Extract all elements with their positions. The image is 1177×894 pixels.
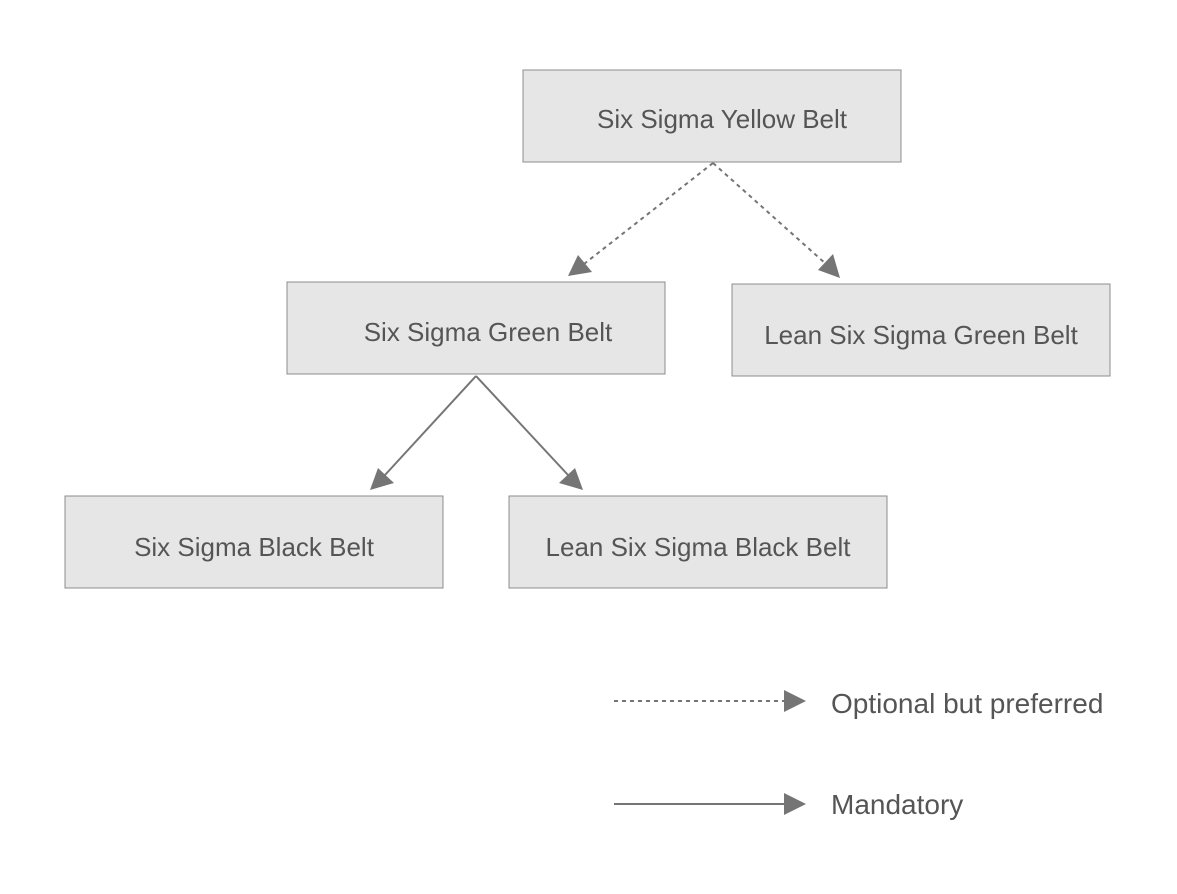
edge-line-dashed [583,162,714,265]
edge-yellow-to-green [568,162,714,276]
node-six-sigma-yellow-belt: Six Sigma Yellow Belt [522,69,902,163]
node-six-sigma-green-belt: Six Sigma Green Belt [286,281,666,375]
arrowhead [370,468,394,490]
edge-green-to-lean-black [475,375,583,490]
legend-item-mandatory: Mandatory [614,789,963,820]
edge-line-solid [475,375,569,476]
arrowhead [784,690,806,712]
legend: Optional but preferred Mandatory [614,688,1103,820]
legend-item-optional: Optional but preferred [614,688,1103,719]
arrowhead [784,793,806,815]
node-label: Lean Six Sigma Black Belt [546,532,852,562]
node-label: Lean Six Sigma Green Belt [764,320,1078,350]
edges [370,162,840,490]
node-label: Six Sigma Black Belt [134,532,375,562]
node-lean-six-sigma-green-belt: Lean Six Sigma Green Belt [731,283,1111,377]
edge-line-solid [384,375,477,476]
node-label: Six Sigma Yellow Belt [597,104,848,134]
arrowhead [818,254,840,278]
legend-label: Mandatory [831,789,963,820]
edge-yellow-to-lean-green [712,162,840,278]
legend-label: Optional but preferred [831,688,1103,719]
arrowhead [568,255,592,276]
node-lean-six-sigma-black-belt: Lean Six Sigma Black Belt [508,495,888,589]
edge-line-dashed [712,162,827,265]
arrowhead [559,468,583,490]
node-six-sigma-black-belt: Six Sigma Black Belt [64,495,444,589]
node-label: Six Sigma Green Belt [364,317,613,347]
edge-green-to-black [370,375,477,490]
